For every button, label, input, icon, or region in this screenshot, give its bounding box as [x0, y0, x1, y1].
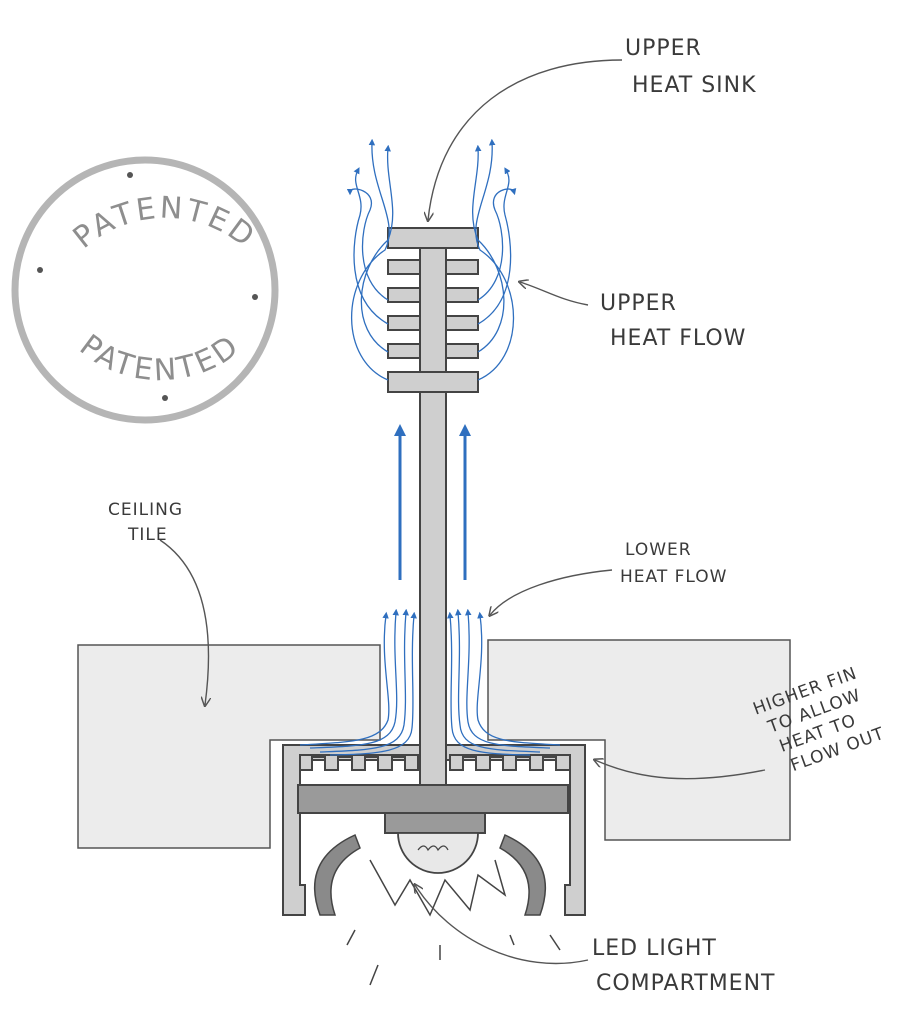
svg-text:COMPARTMENT: COMPARTMENT — [596, 971, 775, 996]
center-heat-arrows — [394, 424, 471, 580]
lower-fins — [299, 754, 419, 771]
ceiling-tile — [77, 639, 791, 849]
svg-text:HEAT FLOW: HEAT FLOW — [620, 567, 727, 587]
patented-stamp: PATENTED PATENTED — [11, 156, 279, 424]
svg-text:UPPER: UPPER — [625, 36, 702, 61]
light-burst — [346, 859, 561, 986]
svg-text:HEAT SINK: HEAT SINK — [632, 73, 757, 98]
svg-text:TILE: TILE — [127, 525, 168, 545]
label-upper-heat-sink: UPPER HEAT SINK — [625, 36, 757, 98]
label-led-compartment: LED LIGHT COMPARTMENT — [592, 936, 775, 996]
svg-text:LED LIGHT: LED LIGHT — [592, 936, 717, 961]
reflector-right — [499, 833, 547, 916]
stamp-text-bottom: PATENTED — [73, 328, 247, 389]
led-bulb — [397, 832, 479, 874]
svg-text:UPPER: UPPER — [600, 291, 677, 316]
lower-heat-flow-arrows — [299, 608, 561, 756]
upper-heat-flow-arrows — [346, 138, 517, 381]
label-upper-heat-flow: UPPER HEAT FLOW — [600, 291, 746, 351]
heat-sink — [282, 227, 586, 986]
label-lower-heat-flow: LOWER HEAT FLOW — [620, 540, 727, 587]
svg-text:LOWER: LOWER — [625, 540, 692, 560]
upper-heat-sink-fins — [387, 227, 479, 393]
central-stem — [419, 239, 447, 786]
label-ceiling-tile: CEILING TILE — [108, 500, 183, 545]
svg-text:HEAT FLOW: HEAT FLOW — [610, 326, 746, 351]
svg-text:CEILING: CEILING — [108, 500, 183, 520]
base-plate — [297, 784, 569, 814]
callout-lines — [159, 59, 766, 965]
reflector-left — [313, 833, 361, 916]
stamp-text-top: PATENTED — [67, 190, 263, 255]
